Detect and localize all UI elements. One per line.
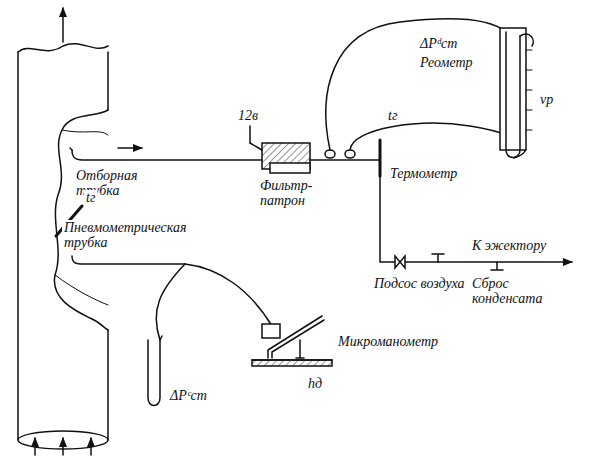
filter-cartridge [249, 126, 251, 143]
ejector-line [380, 160, 572, 270]
illustration [18, 8, 572, 455]
ejector-line [432, 254, 444, 262]
part-name: Подсос воздуха [372, 276, 467, 291]
ejector-line [380, 160, 572, 262]
micromanometer [262, 324, 280, 338]
filter-cartridge [270, 163, 310, 173]
rheometer [500, 28, 533, 158]
flow-symbol: vр [538, 92, 555, 107]
filter-cartridge [250, 126, 380, 173]
flow-arrow [62, 438, 64, 455]
part-name: Фильтр-патрон [258, 178, 326, 208]
pressure-symbol: hд [306, 376, 324, 391]
rheometer [500, 28, 526, 150]
flow-arrow [62, 8, 64, 42]
part-name: Реометр [418, 55, 475, 70]
ejector-line [491, 262, 503, 270]
duct-pipe [55, 275, 108, 305]
voltage-label: 12в [236, 108, 260, 123]
pneumometric-tube [156, 264, 185, 340]
rheometer [526, 70, 532, 71]
ejector-line [395, 256, 405, 268]
pneumometric-tube [72, 256, 185, 264]
sampling-tube [72, 150, 262, 160]
rheometer [526, 110, 532, 111]
filter-cartridge [250, 143, 262, 150]
duct-pipe [62, 130, 108, 135]
micromanometer [252, 360, 332, 366]
micromanometer [252, 359, 332, 361]
rheometer [506, 32, 520, 158]
rheometer [526, 90, 532, 91]
temperature-symbol: tг [386, 108, 399, 123]
u-tube-manometer [148, 336, 162, 406]
part-name: Пневмометрическая трубка [62, 220, 190, 250]
flow-arrow [90, 438, 92, 455]
u-tube-manometer [148, 340, 160, 406]
pressure-label: ΔPᵈст [418, 36, 459, 51]
temperature-symbol: tг [84, 190, 97, 205]
micromanometer [252, 316, 332, 366]
micromanometer [296, 340, 304, 358]
u-tube-manometer [160, 336, 162, 340]
rheometer [526, 130, 532, 131]
sampling-tube [70, 148, 72, 150]
rheometer-wire [325, 19, 525, 158]
rheometer-wire [325, 150, 335, 158]
sampling-tube [70, 148, 262, 160]
rheometer-wire [326, 19, 506, 150]
part-name: Термометр [388, 166, 459, 181]
pneumometric-tube [72, 256, 272, 340]
part-name: Микроманометр [336, 334, 440, 349]
direction-label: К эжектору [470, 238, 548, 253]
duct-pipe [18, 44, 108, 52]
rheometer-wire [350, 123, 525, 158]
filter-cartridge [310, 159, 380, 161]
flow-arrow [34, 438, 36, 455]
rheometer [526, 50, 532, 51]
duct-pipe [17, 52, 19, 440]
pneumometric-tube [185, 264, 272, 326]
rheometer-wire [345, 150, 355, 158]
rheometer [520, 34, 533, 46]
flow-arrow [118, 147, 142, 149]
part-name: Сброс конденсата [470, 276, 560, 306]
pressure-label: ΔPᶜст [168, 388, 209, 403]
